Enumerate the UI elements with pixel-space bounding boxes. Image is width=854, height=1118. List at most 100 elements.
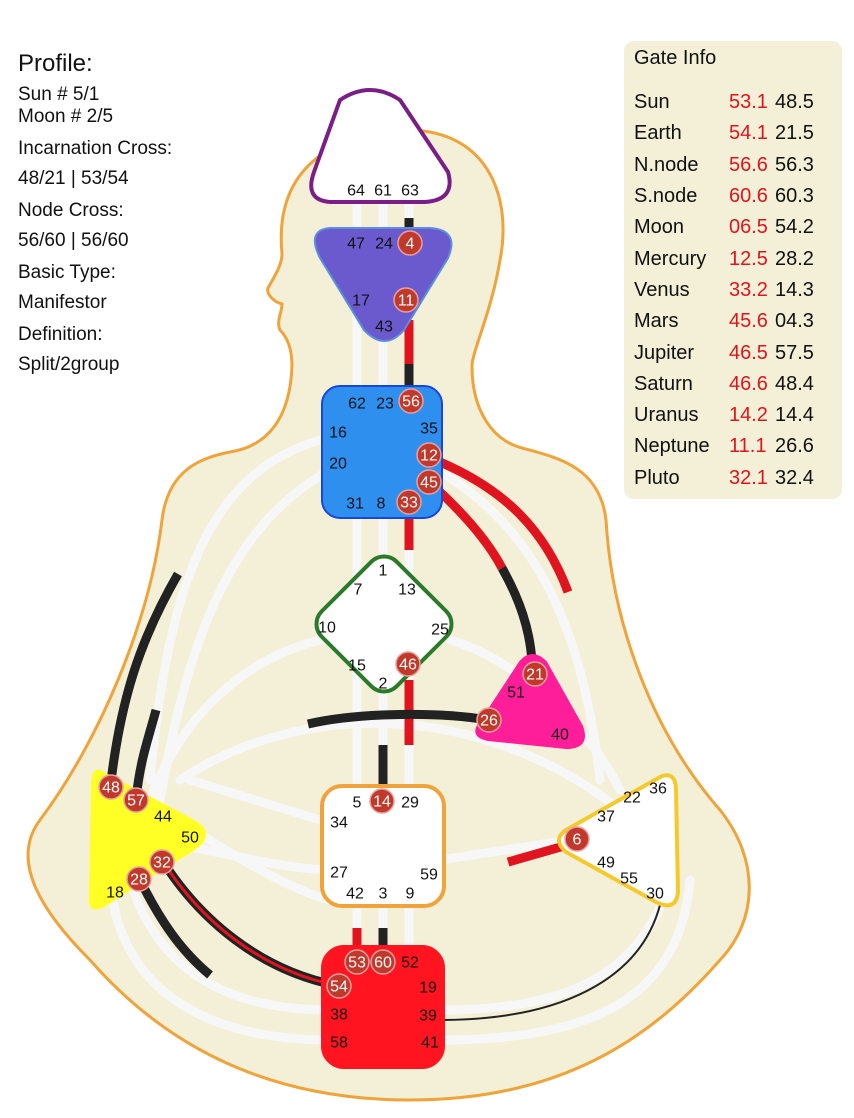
profile-sun: Sun # 5/1 [18,84,100,105]
design-gate: 60.3 [775,185,814,208]
g-gate-46: 46 [399,657,417,674]
solar-plexus-gate-36: 36 [649,781,667,798]
sacral-gate-14: 14 [373,794,391,811]
solar-plexus-gate-30: 30 [646,886,664,903]
spleen-gate-57: 57 [127,793,145,810]
active-gate-marker [564,826,590,852]
channel-48-16 [105,571,182,791]
planet-name: N.node [634,153,699,176]
active-gate-marker [395,651,421,677]
planet-name: Sun [634,91,670,114]
head-gate-63: 63 [401,183,419,200]
planet-name: S.node [634,185,698,208]
active-gate-marker [416,442,442,468]
heart-gate-51: 51 [507,685,525,702]
throat-gate-20: 20 [329,456,347,473]
planet-name: Pluto [634,466,680,489]
g-gate-25: 25 [431,622,449,639]
sacral-gate-5: 5 [353,795,362,812]
design-gate: 14.4 [775,404,814,427]
profile-title: Profile: [18,50,93,77]
design-gate: 32.4 [775,466,814,489]
personality-gate: 46.5 [729,341,768,364]
active-gate-marker [326,973,352,999]
personality-gate: 32.1 [729,466,768,489]
root-gate-39: 39 [419,1008,437,1025]
sacral-gate-34: 34 [330,815,348,832]
personality-gate: 46.6 [729,372,768,395]
personality-gate: 60.6 [729,185,768,208]
design-gate: 28.2 [775,247,814,270]
sacral-gate-29: 29 [401,795,419,812]
planet-name: Jupiter [634,341,695,364]
root-gate-38: 38 [330,1007,348,1024]
personality-gate: 11.1 [729,435,767,458]
root-gate-41: 41 [421,1035,439,1052]
g-gate-10: 10 [318,620,336,637]
active-gate-marker [98,774,124,800]
channel-12-22 [438,457,573,594]
definition-value: Split/2group [18,354,120,375]
spleen-center [88,769,206,910]
throat-gate-8: 8 [377,496,386,513]
design-gate: 56.3 [775,153,814,176]
head-gate-61: 61 [374,183,392,200]
g-gate-13: 13 [398,582,416,599]
personality-gate: 45.6 [729,310,768,333]
sacral-gate-59: 59 [420,867,438,884]
profile-moon: Moon # 2/5 [18,106,114,127]
basic-type-label: Basic Type: [18,262,116,283]
root-gate-60: 60 [374,955,392,972]
throat-gate-35: 35 [420,421,438,438]
solar-plexus-gate-37: 37 [597,809,615,826]
design-gate: 57.5 [775,341,814,364]
throat-gate-56: 56 [402,394,420,411]
personality-gate: 33.2 [729,278,768,301]
planet-name: Mercury [634,247,707,270]
personality-gate: 54.1 [729,122,768,145]
definition-label: Definition: [18,324,103,345]
solar-plexus-gate-55: 55 [620,871,638,888]
throat-gate-31: 31 [346,496,364,513]
spleen-gate-48: 48 [102,780,120,797]
root-gate-53: 53 [348,955,366,972]
sacral-gate-3: 3 [379,886,388,903]
active-gate-marker [397,230,423,256]
ajna-gate-43: 43 [375,319,393,336]
solar-plexus-gate-6: 6 [573,832,582,849]
sacral-gate-27: 27 [330,865,348,882]
solar-plexus-gate-49: 49 [597,855,615,872]
solar-plexus-center [557,773,681,908]
node-cross-value: 56/60 | 56/60 [18,230,129,251]
active-gate-marker [416,469,442,495]
design-gate: 48.4 [775,372,814,395]
active-gate-marker [123,787,149,813]
gate-info-title: Gate Info [634,47,717,69]
profile-panel: Profile: Sun # 5/1 Moon # 2/5 Incarnatio… [18,50,258,376]
channel-30-41 [439,904,661,1021]
ajna-gate-24: 24 [375,236,393,253]
planet-name: Mars [634,310,679,333]
active-gate-marker [393,287,419,313]
g-gate-7: 7 [354,582,363,599]
channel-28-38 [135,877,213,979]
g-gate-2: 2 [379,676,388,693]
root-center [321,945,445,1069]
spleen-gate-44: 44 [154,809,172,826]
personality-gate: 14.2 [729,404,768,427]
gate-info-row: Saturn 46.6 48.4 [634,369,814,400]
design-gate: 14.3 [775,278,814,301]
root-gate-52: 52 [401,955,419,972]
planet-name: Saturn [634,372,693,395]
active-gate-marker [149,849,175,875]
ajna-gate-47: 47 [347,236,365,253]
heart-gate-26: 26 [480,713,498,730]
